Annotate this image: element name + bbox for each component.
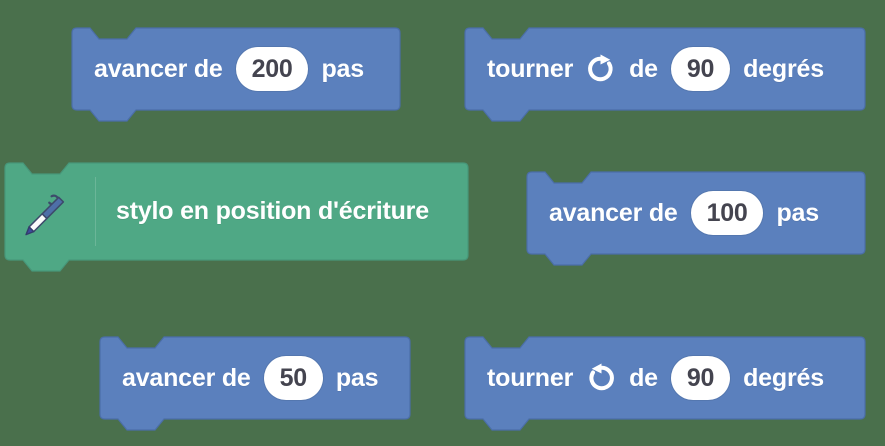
block-content: tourner de 90 degrés	[465, 337, 865, 419]
block-content: avancer de 100 pas	[527, 172, 865, 254]
block-move-200-steps[interactable]: avancer de 200 pas	[71, 27, 401, 122]
input-value: 50	[279, 363, 308, 392]
steps-input[interactable]: 200	[235, 47, 309, 91]
turn-counterclockwise-icon	[586, 363, 616, 393]
block-move-50-steps[interactable]: avancer de 50 pas	[99, 336, 411, 431]
input-value: 90	[686, 54, 715, 83]
block-content: stylo en position d'écriture	[5, 163, 468, 260]
block-pen-down[interactable]: stylo en position d'écriture	[4, 162, 469, 272]
degrees-input[interactable]: 90	[670, 356, 731, 400]
input-value: 200	[251, 54, 293, 83]
turn-label-prefix: tourner	[487, 54, 574, 83]
move-label-prefix: avancer de	[549, 198, 678, 227]
block-content: tourner de 90 degrés	[465, 28, 865, 110]
move-label-suffix: pas	[335, 363, 379, 392]
block-turn-right-90-degrees[interactable]: tourner de 90 degrés	[464, 27, 866, 122]
move-label-prefix: avancer de	[94, 54, 223, 83]
steps-input[interactable]: 100	[690, 191, 764, 235]
pen-icon-divider	[95, 177, 96, 246]
turn-label-suffix: degrés	[743, 363, 824, 392]
move-label-suffix: pas	[321, 54, 364, 83]
turn-label-de: de	[629, 54, 658, 83]
pen-icon	[13, 181, 75, 243]
block-move-100-steps[interactable]: avancer de 100 pas	[526, 171, 866, 266]
move-label-prefix: avancer de	[122, 363, 251, 392]
block-content: avancer de 50 pas	[100, 337, 410, 419]
turn-label-de: de	[629, 363, 658, 392]
block-content: avancer de 200 pas	[72, 28, 400, 110]
move-label-suffix: pas	[776, 198, 819, 227]
input-value: 90	[686, 363, 715, 392]
pen-down-label: stylo en position d'écriture	[116, 197, 429, 225]
degrees-input[interactable]: 90	[670, 47, 731, 91]
turn-label-prefix: tourner	[487, 363, 574, 392]
turn-clockwise-icon	[586, 54, 616, 84]
block-turn-left-90-degrees[interactable]: tourner de 90 degrés	[464, 336, 866, 431]
steps-input[interactable]: 50	[263, 356, 323, 400]
turn-label-suffix: degrés	[743, 54, 824, 83]
input-value: 100	[706, 198, 748, 227]
